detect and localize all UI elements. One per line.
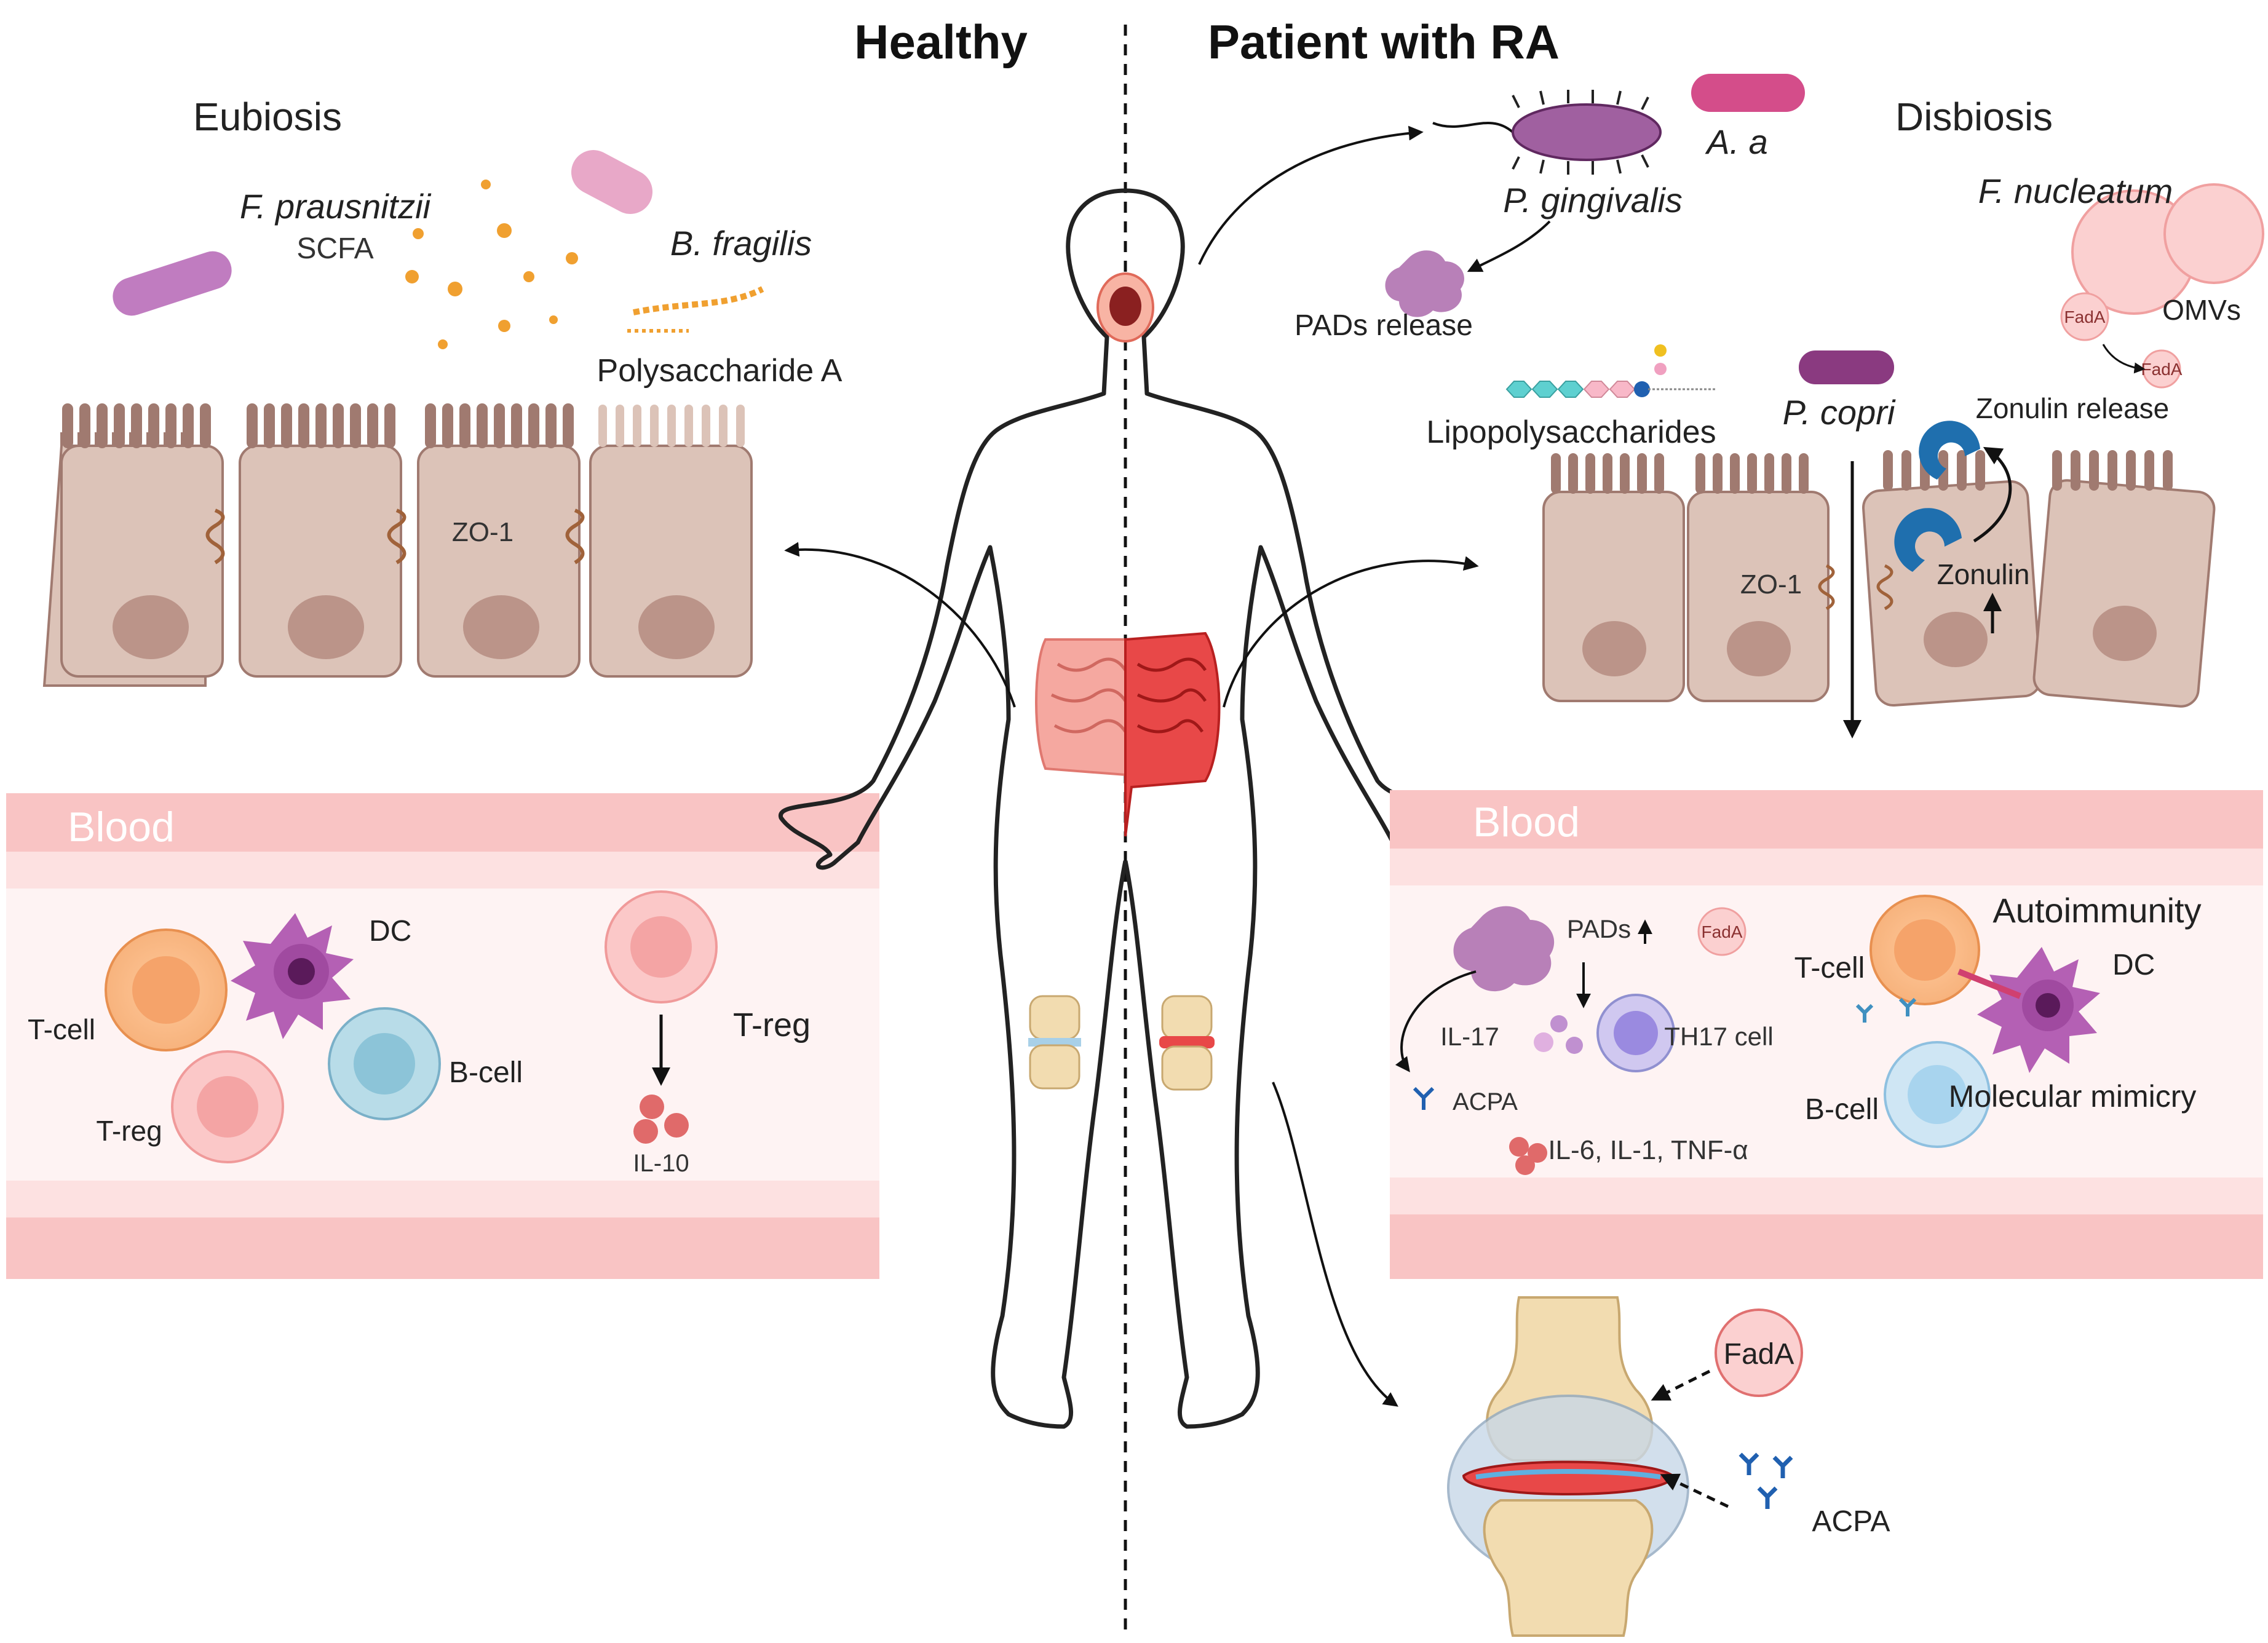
- healthy-blood-vessel: [6, 793, 879, 1279]
- free-antibodies-icon: [1855, 997, 1917, 1023]
- gut-to-right-epithelium-arrow: [1223, 556, 1479, 708]
- cytokine-molecules: [1509, 1137, 1547, 1175]
- omvs-label: OMVs: [2162, 294, 2241, 326]
- fada-omv-label-1: FadA: [2064, 307, 2106, 327]
- zonulin-release-text: Zonulin release: [1976, 392, 2170, 424]
- pads-protein-icon: [1385, 250, 1464, 317]
- il10-molecules: [633, 1095, 689, 1144]
- zonulin-release-label: Zonulin release: [1976, 392, 2170, 424]
- p-gingivalis-label: P. gingivalis: [1503, 181, 1683, 220]
- a-a-label: A. a: [1705, 122, 1768, 161]
- t-cell-ra: [1870, 895, 1980, 1005]
- il17-label: IL-17: [1440, 1022, 1499, 1051]
- fada-joint-label: FadA: [1724, 1338, 1794, 1371]
- b-cell-label-left: B-cell: [449, 1056, 523, 1089]
- pads-release-label: PADs release: [1295, 309, 1473, 342]
- fada-joint-icon: [1715, 1308, 1803, 1397]
- f-nucleatum-omvs-icon: [2060, 183, 2264, 389]
- pads-to-acpa-arrow: [1395, 970, 1477, 1072]
- p-copri-bacterium: [1799, 350, 1894, 384]
- fada-blood-label: FadA: [1702, 922, 1743, 941]
- b-fragilis-bacterium: [571, 150, 653, 214]
- leaky-epithelium: [1542, 450, 2216, 708]
- zonulin-release-arrow: [1973, 446, 2012, 543]
- il17-molecules: [1534, 1015, 1583, 1054]
- gut-to-left-epithelium-arrow: [784, 542, 1016, 708]
- blood-label-right: Blood: [1473, 799, 1580, 845]
- acpa-joint-antibodies-icon: [1739, 1452, 1793, 1509]
- a-a-bacterium: [1691, 74, 1805, 112]
- lipopolysaccharide-icon: [1505, 344, 1716, 398]
- zo1-label-right: ZO-1: [1740, 569, 1802, 600]
- knee-inflamed-icon: [1159, 995, 1215, 1091]
- b-fragilis-label: B. fragilis: [670, 224, 812, 263]
- b-cell-healthy: [328, 1007, 441, 1120]
- t-cell-healthy: [105, 928, 228, 1051]
- f-nucleatum-label: F. nucleatum: [1978, 172, 2173, 210]
- acpa-to-joint-arrow: [1660, 1473, 1729, 1508]
- th17-cell-icon: [1596, 994, 1675, 1072]
- dc-label-ra: DC: [2112, 949, 2155, 981]
- dc-label-left: DC: [369, 915, 411, 948]
- p-copri-label: P. copri: [1783, 393, 1896, 432]
- disbiosis-title: Disbiosis: [1895, 95, 2053, 139]
- t-cell-label-ra: T-cell: [1794, 952, 1865, 984]
- pads-label-blood: PADs: [1567, 914, 1631, 943]
- polysaccharide-a-chain: [633, 286, 764, 315]
- lps-label: Lipopolysaccharides: [1426, 414, 1716, 450]
- eubiosis-title: Eubiosis: [193, 95, 342, 139]
- zonulin-label: Zonulin: [1937, 558, 2030, 590]
- intestine-inflamed-icon: [1124, 631, 1221, 837]
- knee-healthy-icon: [1028, 995, 1081, 1090]
- dc-ra: [1977, 947, 2100, 1073]
- polysaccharide-a-label: Polysaccharide A: [597, 353, 843, 389]
- header-healthy: Healthy: [854, 15, 1028, 69]
- p-gingivalis-bacterium: [1432, 90, 1662, 175]
- blood-label-left: Blood: [68, 804, 175, 850]
- t-reg-healthy-1: [171, 1050, 284, 1163]
- t-reg-healthy-2: [605, 890, 718, 1004]
- acpa-joint-label: ACPA: [1812, 1505, 1890, 1538]
- header-patient-ra: Patient with RA: [1208, 15, 1560, 69]
- mouth-icon: [1096, 272, 1154, 342]
- molecular-mimicry-label: Molecular mimicry: [1949, 1079, 2197, 1114]
- cytokines-label: IL-6, IL-1, TNF-α: [1548, 1135, 1748, 1165]
- dc-healthy: [231, 913, 354, 1039]
- ra-blood-vessel: [1390, 790, 2263, 1279]
- t-reg-label-right: T-reg: [733, 1007, 811, 1043]
- il10-label: IL-10: [633, 1150, 689, 1177]
- scfa-label: SCFA: [296, 232, 373, 265]
- omv-release-arrow: [2102, 344, 2146, 374]
- mouth-to-bacteria-arrow: [1198, 125, 1424, 265]
- zo1-label-left: ZO-1: [452, 517, 513, 547]
- healthy-epithelium: [42, 403, 753, 687]
- f-prausnitzii-bacterium: [113, 251, 232, 316]
- th17-label: TH17 cell: [1664, 1022, 1773, 1051]
- pads-protein-blood-icon: [1453, 906, 1555, 992]
- zonulin-icon: [1894, 421, 1980, 572]
- acpa-label-blood: ACPA: [1453, 1088, 1518, 1115]
- fada-omv-label-2: FadA: [2141, 360, 2183, 379]
- fada-to-joint-arrow: [1651, 1369, 1711, 1401]
- fada-blood-icon: [1697, 907, 1747, 956]
- f-prausnitzii-label: F. prausnitzii: [240, 187, 432, 226]
- t-reg-label-left: T-reg: [96, 1115, 162, 1147]
- acpa-antibody-icon: [1413, 1087, 1435, 1110]
- human-body-outline: [779, 188, 1472, 1429]
- scfa-dots: [405, 180, 578, 349]
- b-cell-label-ra: B-cell: [1805, 1093, 1879, 1126]
- b-cell-ra: [1884, 1041, 1991, 1148]
- t-cell-label-left: T-cell: [28, 1013, 95, 1045]
- tcell-dc-interaction: [1957, 968, 2021, 999]
- inflamed-joint-icon: [1447, 1296, 1689, 1637]
- knee-to-joint-arrow: [1272, 1082, 1398, 1407]
- autoimmunity-label: Autoimmunity: [1992, 891, 2201, 930]
- intestine-healthy-icon: [1035, 638, 1127, 777]
- p-gingivalis-to-pads-arrow: [1467, 220, 1551, 272]
